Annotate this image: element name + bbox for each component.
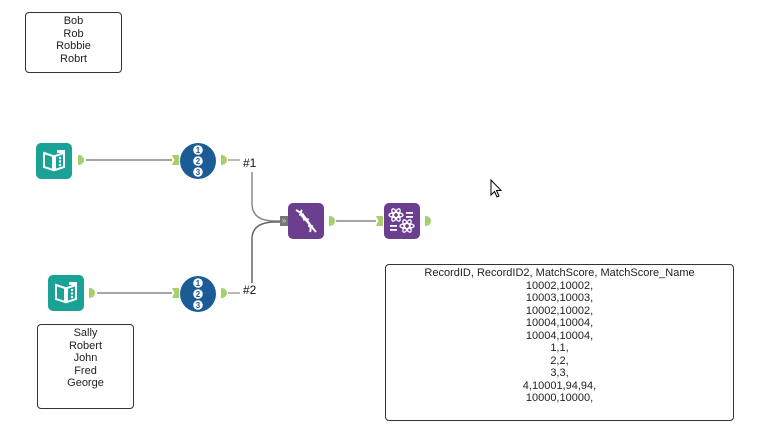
results-row: 10003,10003, bbox=[525, 292, 594, 304]
digit-label: 3 bbox=[196, 168, 201, 177]
output-anchor[interactable] bbox=[329, 216, 335, 226]
results-row: 10002,10002, bbox=[525, 304, 594, 317]
results-row: 1,1, bbox=[550, 342, 569, 354]
comment-line: Bob bbox=[63, 15, 84, 27]
mouse-cursor-icon bbox=[490, 179, 503, 198]
comment-line: Robbie bbox=[56, 40, 91, 52]
comment-line: John bbox=[73, 352, 98, 364]
numbered-list-icon: 1 2 3 bbox=[193, 278, 203, 310]
comment-names-top[interactable]: Bob Rob Robbie Robrt bbox=[25, 12, 122, 73]
book-icon bbox=[55, 282, 77, 304]
results-row: 10004,10004, bbox=[525, 329, 594, 342]
comment-line: Robrt bbox=[60, 52, 87, 65]
results-row: 2,2, bbox=[550, 354, 569, 367]
results-row: 10000,10000, bbox=[525, 392, 594, 404]
output-anchor[interactable] bbox=[221, 155, 227, 165]
fuzzy-match-tool[interactable] bbox=[288, 203, 324, 239]
input-anchor[interactable] bbox=[376, 216, 383, 226]
digit-label: 3 bbox=[196, 301, 201, 310]
results-row: 3,3, bbox=[550, 367, 569, 379]
wire-recordid2-to-fuzzy[interactable] bbox=[251, 221, 280, 283]
atom-equals-icon bbox=[388, 208, 415, 233]
formula-tool[interactable] bbox=[384, 203, 420, 239]
record-id-tool-1[interactable]: 1 2 3 bbox=[180, 143, 216, 179]
dna-icon bbox=[295, 209, 317, 233]
results-header: RecordID, RecordID2, MatchScore, MatchSc… bbox=[424, 267, 695, 279]
comment-line: Sally bbox=[73, 327, 98, 339]
results-row: 4,10001,94,94, bbox=[522, 379, 597, 392]
book-icon bbox=[43, 150, 65, 172]
record-id-tool-2[interactable]: 1 2 3 bbox=[180, 276, 216, 312]
output-anchor[interactable] bbox=[425, 216, 431, 226]
input-anchor[interactable] bbox=[172, 155, 179, 165]
numbered-list-icon: 1 2 3 bbox=[193, 145, 203, 177]
comment-line: Fred bbox=[74, 364, 97, 377]
output-anchor[interactable] bbox=[89, 288, 95, 298]
connection-label-1: #1 bbox=[243, 156, 257, 170]
wire-recordid1-to-fuzzy[interactable] bbox=[251, 172, 280, 222]
digit-label: 1 bbox=[196, 146, 201, 155]
text-input-tool-2[interactable] bbox=[48, 275, 84, 311]
digit-label: 2 bbox=[196, 290, 201, 299]
comment-results[interactable]: RecordID, RecordID2, MatchScore, MatchSc… bbox=[385, 264, 734, 421]
comment-line: Rob bbox=[63, 27, 84, 40]
results-row: 10002,10002, bbox=[525, 279, 594, 292]
digit-label: 2 bbox=[196, 157, 201, 166]
digit-label: 1 bbox=[196, 279, 201, 288]
comment-names-bottom[interactable]: Sally Robert John Fred George bbox=[37, 324, 134, 409]
results-row: 10004,10004, bbox=[525, 317, 594, 329]
multi-input-anchor[interactable]: » bbox=[280, 216, 288, 226]
input-anchor[interactable] bbox=[172, 288, 179, 298]
text-input-tool-1[interactable] bbox=[36, 143, 72, 179]
comment-line: George bbox=[67, 377, 104, 389]
connection-label-2: #2 bbox=[243, 283, 257, 297]
comment-line: Robert bbox=[68, 339, 103, 352]
output-anchor[interactable] bbox=[78, 155, 84, 165]
output-anchor[interactable] bbox=[221, 288, 227, 298]
